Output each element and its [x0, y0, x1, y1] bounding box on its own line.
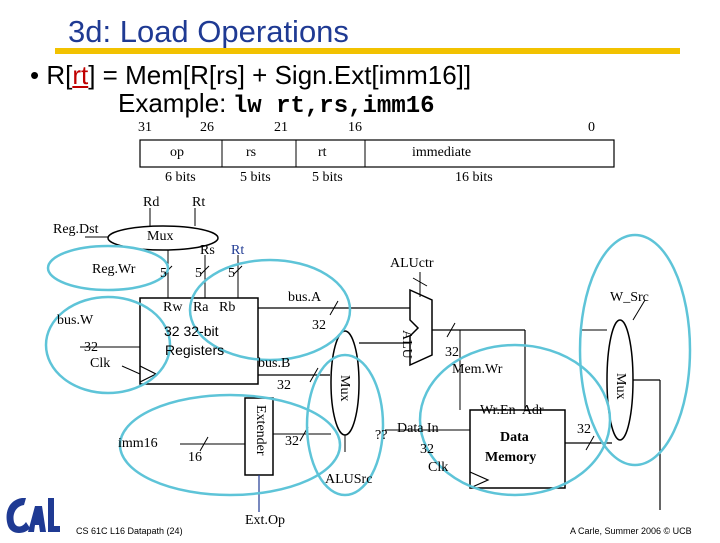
extop-label: Ext.Op [245, 513, 286, 528]
tick-busb [309, 367, 319, 383]
format-box [139, 139, 615, 168]
bullet-line: • R[rt] = Mem[R[rs] + Sign.Ext[imm16]] [30, 60, 471, 91]
tick-alu-out [446, 322, 456, 338]
five-rs: 5 [195, 266, 202, 281]
wsrc-label: W_Src [610, 290, 649, 305]
n32-ext: 32 [285, 434, 299, 449]
bullet-dot: • [30, 60, 47, 90]
mux-top-label: Mux [147, 229, 174, 244]
mem-clock [469, 471, 490, 489]
alu-shape [409, 288, 433, 367]
bit-16: 16 [348, 120, 362, 135]
rd-label: Rd [143, 195, 160, 210]
wsrc-ctrl [632, 299, 646, 321]
aluctr-label: ALUctr [390, 256, 434, 271]
qq-label: ?? [375, 428, 388, 443]
highlight-regwr [46, 244, 170, 292]
field-immediate: immediate [412, 145, 472, 160]
example-line: Example: lw rt,rs,imm16 [118, 88, 435, 120]
bits-op: 6 bits [165, 170, 196, 185]
memwr-label: Mem.Wr [452, 362, 503, 377]
rt-right-label: Rt [231, 243, 245, 258]
busw-label: bus.W [57, 313, 94, 328]
alusrc-label: ALUSrc [325, 472, 373, 487]
five-rt: 5 [228, 266, 235, 281]
rs-label: Rs [200, 243, 215, 258]
bullet-prefix: R[ [46, 60, 73, 90]
field-op: op [170, 145, 184, 160]
n32-datain: 32 [420, 442, 434, 457]
busa-label: bus.A [288, 290, 322, 305]
data-memory-label-1: Data [500, 430, 529, 445]
slide-title: 3d: Load Operations [68, 14, 349, 49]
footer-right: A Carle, Summer 2006 © UCB [570, 526, 692, 536]
n32-busw: 32 [84, 340, 98, 355]
field-rt: rt [318, 145, 327, 160]
highlight-alusrc [305, 353, 385, 497]
mux-right-label: Mux [613, 373, 628, 400]
bits-rt: 5 bits [312, 170, 343, 185]
alu-label: ALU [399, 330, 414, 359]
imm16-label: imm16 [118, 436, 158, 451]
wren-adr-label: Wr.En Adr [480, 403, 544, 418]
highlight-memory [418, 343, 612, 497]
highlight-busw [44, 295, 172, 395]
example-label: Example: [118, 88, 227, 118]
data-in-label: Data In [397, 421, 439, 436]
busb-label: bus.B [258, 356, 291, 371]
regdst-label: Reg.Dst [53, 222, 99, 237]
regfile-line1: 32 32-bit [164, 323, 219, 339]
highlight-wsrc [578, 233, 692, 467]
sixteen-label: 16 [188, 450, 202, 465]
tick-imm16 [199, 436, 209, 452]
n32-busb: 32 [277, 378, 291, 393]
tick-rs [200, 265, 210, 275]
data-memory-box [469, 409, 566, 489]
regfile-line2: Registers [165, 342, 225, 358]
n32-alu-out: 32 [445, 345, 459, 360]
five-rw: 5 [160, 266, 167, 281]
tick-rt [233, 265, 243, 275]
bit-31: 31 [138, 120, 152, 135]
regdst-mux [107, 225, 219, 251]
n32-mem-out: 32 [577, 422, 591, 437]
bit-0: 0 [588, 120, 595, 135]
bit-21: 21 [274, 120, 288, 135]
bullet-rest: ] = Mem[R[rs] + Sign.Ext[imm16]] [88, 60, 472, 90]
cal-logo-icon [6, 498, 60, 533]
clk-mem-label: Clk [428, 460, 449, 475]
regfile-ports: Rw Ra Rb [163, 300, 236, 315]
example-code: lw rt,rs,imm16 [232, 93, 435, 120]
mux-mid-label: Mux [337, 375, 352, 402]
rt-top-label: Rt [192, 195, 206, 210]
register-file [139, 297, 259, 385]
field-rs: rs [246, 145, 257, 160]
bits-imm: 16 bits [455, 170, 493, 185]
extender-box [244, 397, 274, 476]
extender-label: Extender [253, 405, 268, 456]
regwr-label: Reg.Wr [92, 262, 136, 277]
cal-logo [2, 492, 60, 538]
clk-wire [121, 365, 141, 375]
clk-reg-label: Clk [90, 356, 111, 371]
footer-left: CS 61C L16 Datapath (24) [76, 526, 183, 536]
tick-aluctr [412, 277, 428, 287]
title-rule [55, 48, 680, 54]
n32-busa: 32 [312, 318, 326, 333]
tick-mem-out [585, 435, 595, 451]
tick-busa [329, 300, 339, 316]
highlight-regfile [188, 258, 352, 362]
data-memory-label-2: Memory [485, 450, 537, 465]
bit-26: 26 [200, 120, 214, 135]
bullet-rt: rt [72, 60, 89, 90]
highlight-extender [118, 393, 342, 497]
bits-rs: 5 bits [240, 170, 271, 185]
